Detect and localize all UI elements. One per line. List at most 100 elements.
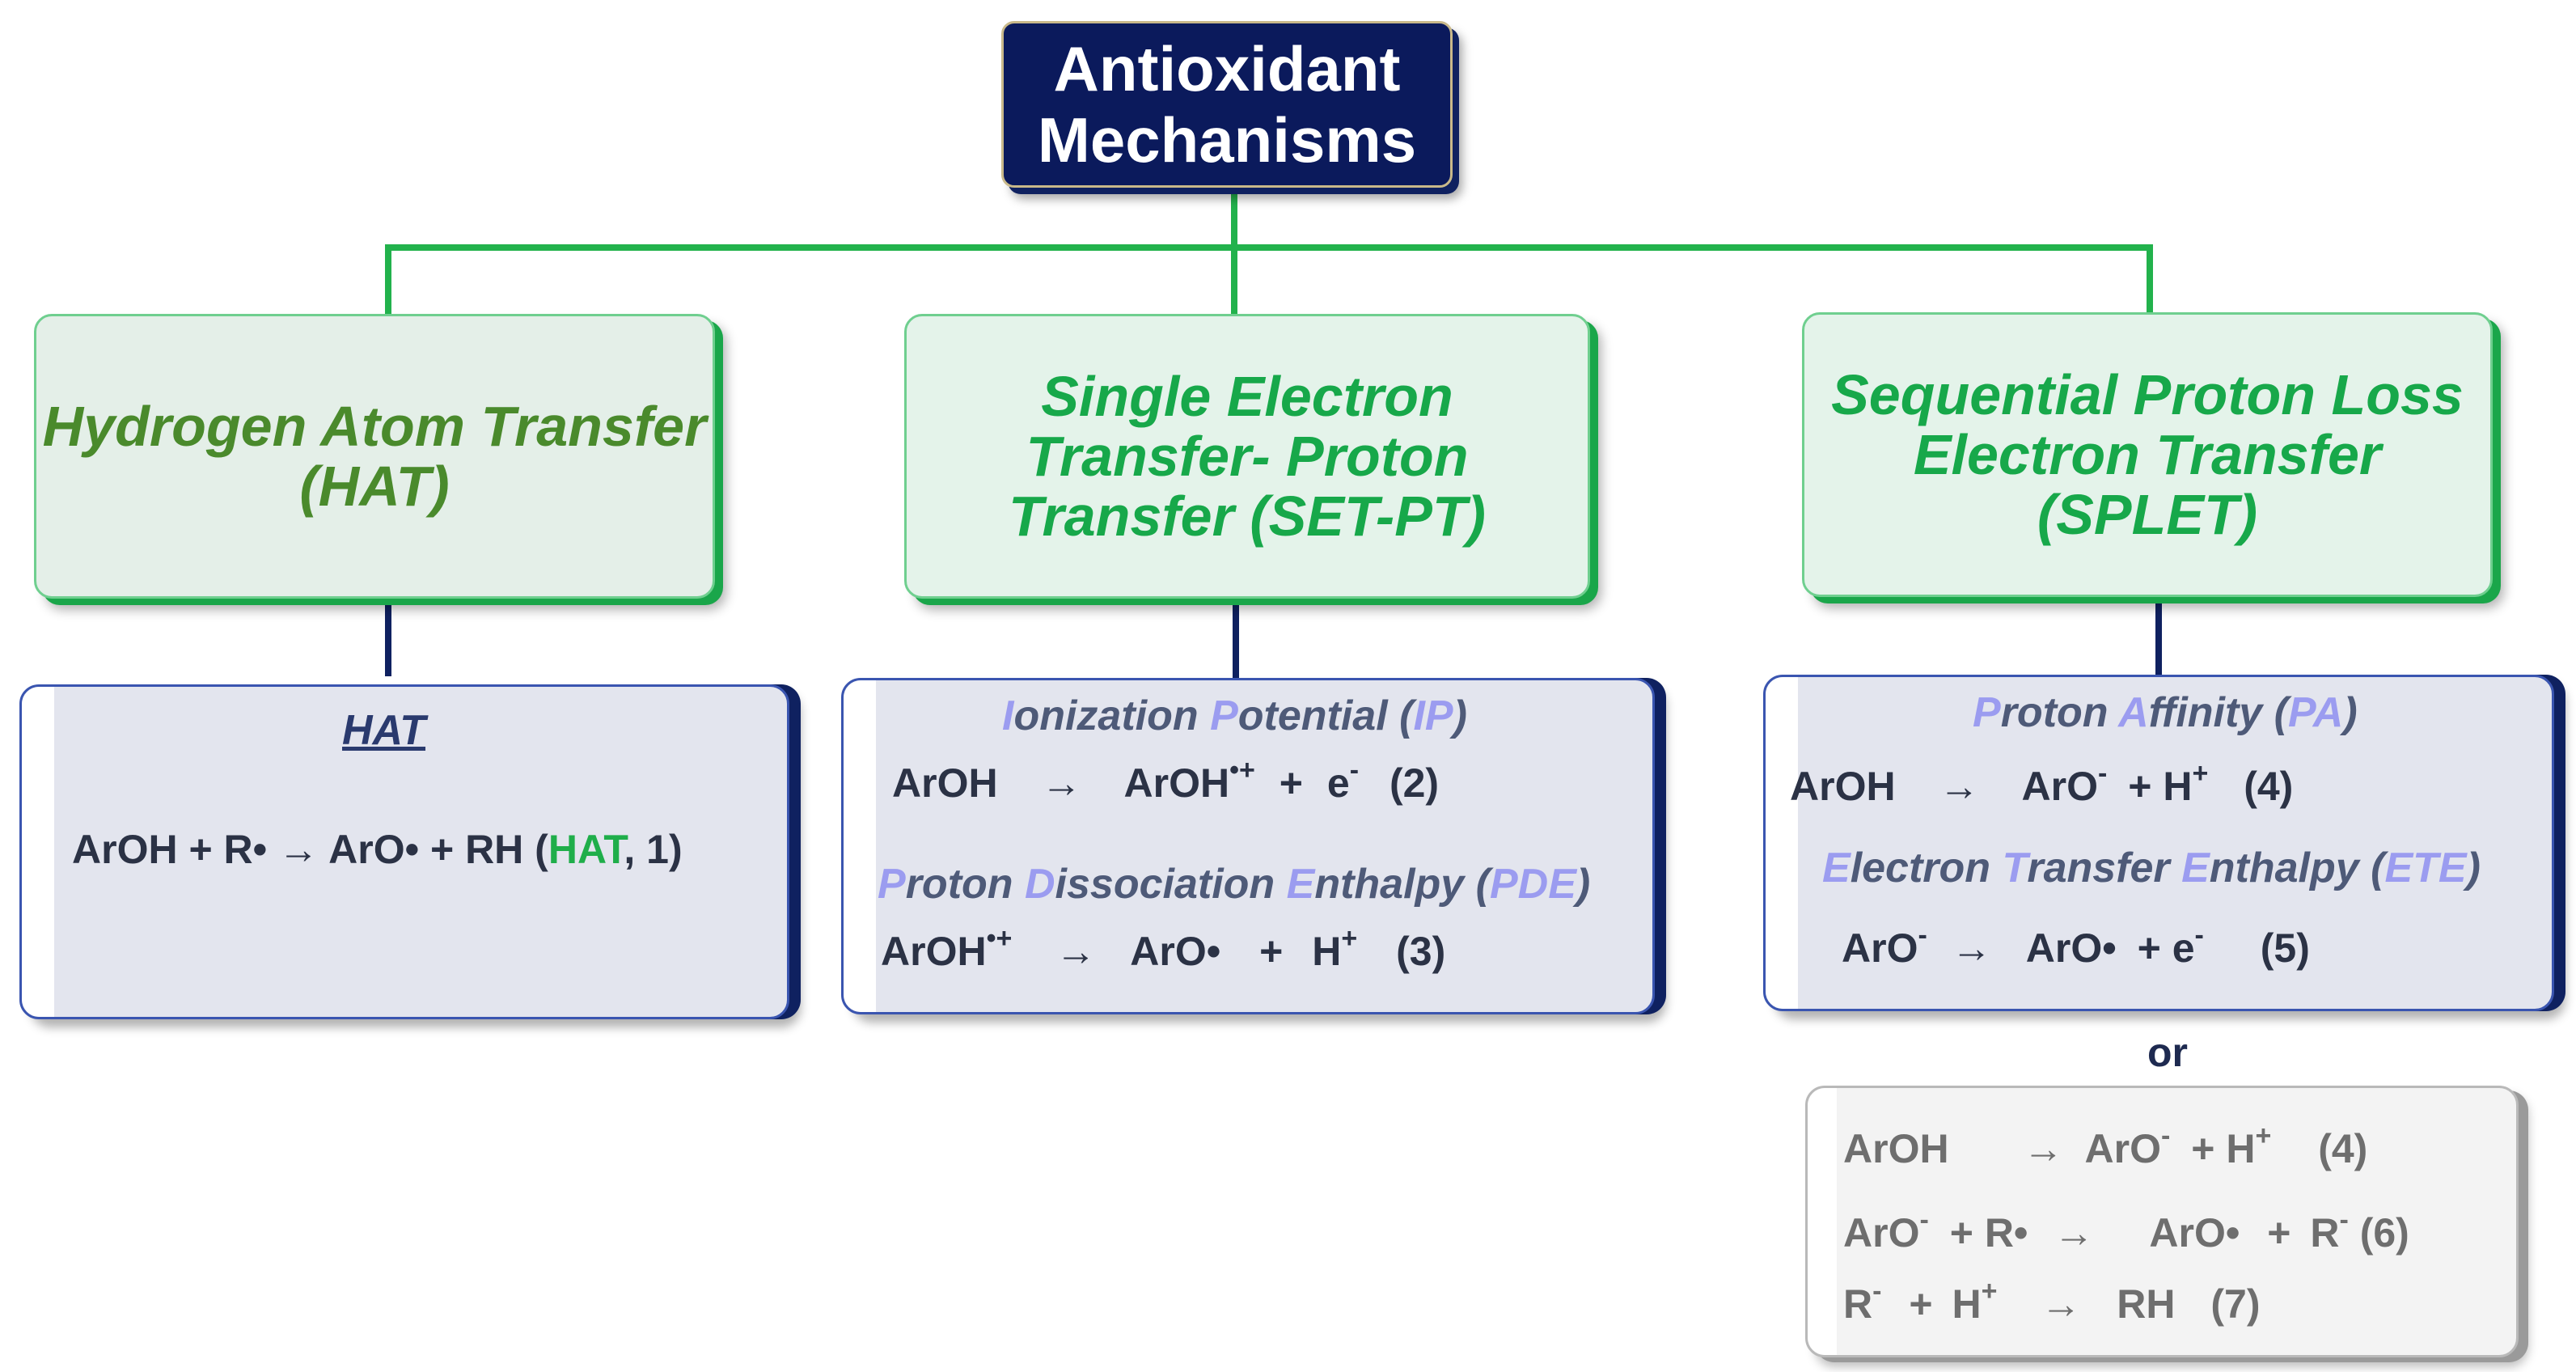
heading-text: otential ( (1237, 692, 1414, 739)
heading-cap: D (1024, 861, 1055, 908)
eq-term: H (1312, 929, 1342, 974)
alt-equation-7: R- + H+ → RH (7) (1843, 1277, 2260, 1328)
alt-equation-6: ArO- + R• → ArO• + R- (6) (1843, 1206, 2409, 1256)
heading-text: ) (1576, 861, 1591, 908)
title-box: Antioxidant Mechanisms (1001, 21, 1453, 188)
hat-equation-box: HAT ArOH + R• → ArO• + RH (HAT, 1) (19, 684, 789, 1019)
heading-cap: PA (2287, 689, 2344, 736)
heading-cap: E (2181, 845, 2210, 891)
eq-sup: - (1918, 920, 1927, 951)
connector-splet-to-eq (2155, 595, 2162, 675)
eq-term: e (1326, 760, 1350, 806)
heading-text: ransfer (2027, 845, 2182, 891)
eq-sup: - (1919, 1205, 1929, 1235)
mechanism-splet-box: Sequential Proton Loss Electron Transfer… (1802, 312, 2493, 597)
mechanism-setpt-box: Single Electron Transfer- Proton Transfe… (904, 314, 1590, 599)
eq-term: ArOH (1843, 1126, 1949, 1171)
heading-cap: E (1822, 845, 1851, 891)
heading-cap: P (1973, 689, 2001, 736)
heading-text: roton (905, 861, 1025, 908)
eq-term: R (1843, 1281, 1873, 1327)
equation-1: ArOH + R• → ArO• + RH (HAT, 1) (72, 826, 683, 873)
eq-term: ArO• (2025, 925, 2117, 971)
box-edge (844, 680, 876, 1012)
mechanism-setpt-line-1: Single Electron (1041, 365, 1453, 428)
eq-term: ArOH (1123, 760, 1230, 806)
eq-sup: + (1981, 1276, 1998, 1306)
eq-plus: + (2191, 1126, 2215, 1171)
mechanism-splet-line-2: Electron Transfer (1913, 423, 2382, 486)
heading-text: nthalpy ( (1314, 861, 1490, 908)
eq-sup: - (2161, 1120, 2171, 1151)
eq1-lhs: ArOH + R• (72, 827, 268, 872)
heading-text: ) (2343, 689, 2358, 736)
arrow-icon: → (2054, 1210, 2095, 1256)
heading-text: ) (2466, 845, 2481, 891)
ete-heading: Electron Transfer Enthalpy (ETE) (1822, 844, 2481, 892)
title-line-2: Mechanisms (1037, 104, 1417, 176)
or-label: or (2147, 1030, 2188, 1075)
box-edge (1808, 1088, 1837, 1355)
heading-cap: A (2118, 689, 2149, 736)
eq-sup: - (2194, 920, 2204, 951)
hat-heading: HAT (342, 707, 426, 754)
eq1-number: , 1) (624, 827, 683, 872)
splet-equation-box: Proton Affinity (PA) ArOH → ArO- + H+ (4… (1763, 675, 2554, 1011)
eq-sup: + (2255, 1120, 2272, 1151)
eq-number: (4) (2244, 764, 2294, 809)
eq-sup: - (1349, 755, 1360, 786)
eq-term: e (2172, 925, 2195, 971)
eq-term: R (2310, 1210, 2340, 1256)
eq-term: ArO (1842, 925, 1918, 971)
arrow-icon: → (1951, 925, 1992, 971)
eq1-tag: HAT (548, 827, 624, 872)
alt-equation-4: ArOH → ArO- + H+ (4) (1843, 1122, 2367, 1172)
eq-sup: •+ (986, 923, 1013, 954)
title-line-1: Antioxidant (1053, 33, 1401, 104)
eq-plus: + (2137, 925, 2161, 971)
box-edge (22, 687, 54, 1017)
heading-cap: E (1286, 861, 1315, 908)
equation-2: ArOH → ArOH•+ + e- (2) (892, 756, 1439, 807)
eq-sup: - (1872, 1276, 1882, 1306)
eq-term: ArOH (892, 760, 998, 806)
heading-text: nthalpy ( (2209, 845, 2385, 891)
connector-setpt-drop (1231, 244, 1237, 314)
mechanism-hat-box: Hydrogen Atom Transfer (HAT) (34, 314, 715, 599)
eq-plus: + (1949, 1210, 1973, 1256)
heading-cap: IP (1413, 692, 1453, 739)
heading-cap: T (2002, 845, 2028, 891)
eq-number: (6) (2359, 1210, 2409, 1256)
eq-sup: •+ (1229, 755, 1255, 786)
equation-5: ArO- → ArO• + e- (5) (1842, 921, 2310, 972)
eq-term: ArO• (1130, 929, 1221, 974)
heading-cap: ETE (2384, 845, 2467, 891)
eq-plus: + (1259, 929, 1284, 974)
eq-term: RH (2117, 1281, 2176, 1327)
eq-term: H (2226, 1126, 2256, 1171)
arrow-icon: → (1041, 760, 1082, 806)
setpt-equation-box: Ionization Potential (IP) ArOH → ArOH•+ … (841, 678, 1655, 1014)
arrow-icon: → (278, 827, 319, 872)
ip-heading: Ionization Potential (IP) (1002, 692, 1467, 740)
eq-plus: + (1909, 1281, 1933, 1327)
eq-plus: + (2267, 1210, 2291, 1256)
pde-heading: Proton Dissociation Enthalpy (PDE) (878, 860, 1590, 908)
heading-text: roton (2000, 689, 2119, 736)
eq-number: (3) (1396, 929, 1446, 974)
heading-text: ) (1453, 692, 1467, 739)
heading-cap: P (878, 861, 906, 908)
eq-sup: + (2192, 758, 2209, 789)
arrow-icon: → (1939, 764, 1980, 809)
eq-term: ArO (2021, 764, 2098, 809)
eq-term: ArOH (881, 929, 987, 974)
heading-cap: P (1210, 692, 1238, 739)
connector-splet-drop (2147, 244, 2153, 312)
arrow-icon: → (2041, 1281, 2082, 1327)
heading-cap: I (1002, 692, 1014, 739)
eq-term: ArOH (1790, 764, 1896, 809)
eq-term: H (2163, 764, 2193, 809)
heading-text: issociation (1055, 861, 1287, 908)
connector-hat-to-eq (385, 595, 391, 676)
